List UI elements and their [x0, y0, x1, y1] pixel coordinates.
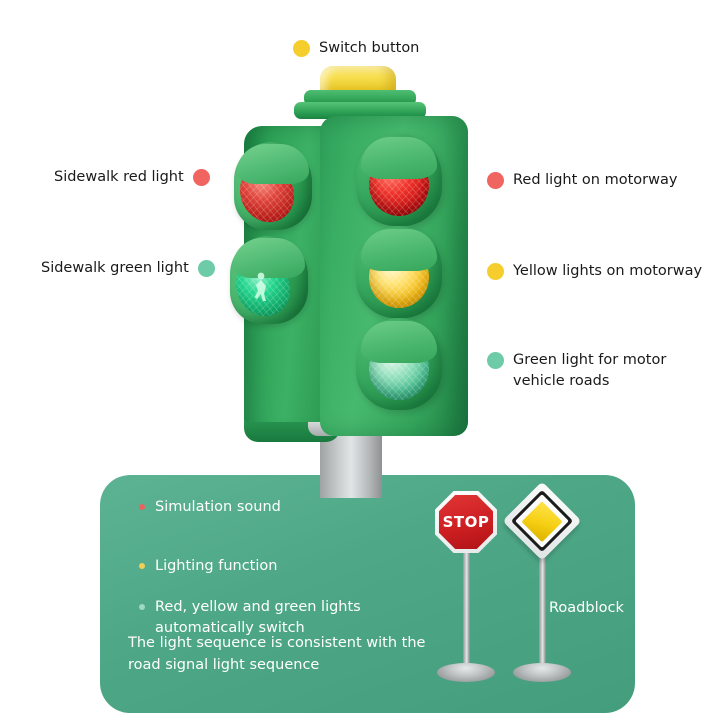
- feature-label: Simulation sound: [155, 499, 281, 515]
- lamp-hood-lip: [361, 321, 437, 363]
- stop-sign-text: STOP: [442, 513, 490, 531]
- housing-top-ring-lower: [294, 102, 426, 119]
- callout-label: Green light for motor vehicle roads: [513, 352, 667, 389]
- lamp-hood-lip: [233, 238, 305, 278]
- priority-sign-face: [502, 481, 582, 561]
- roadblock-label: Roadblock: [549, 600, 624, 616]
- feature-item: Lighting function: [139, 556, 277, 577]
- priority-sign-yellow-center: [521, 500, 563, 542]
- callout-dot-yellow: [487, 263, 504, 280]
- callout-dot-yellow: [293, 40, 310, 57]
- callout-switch-button: Switch button: [293, 38, 419, 59]
- lamp-hood-lip: [237, 144, 309, 184]
- sign-pole: [539, 551, 546, 677]
- features-panel: Simulation sound Lighting function Red, …: [100, 475, 635, 713]
- lamp-sidewalk-red[interactable]: [234, 142, 312, 230]
- priority-sign-white-border: [515, 494, 569, 548]
- bullet-dot: [139, 604, 145, 610]
- lamp-sidewalk-green[interactable]: [230, 236, 308, 324]
- sign-base: [513, 663, 571, 682]
- feature-label: Lighting function: [155, 558, 278, 574]
- feature-label: Red, yellow and green lights automatical…: [155, 599, 361, 637]
- lamp-hood-lip: [361, 229, 437, 271]
- traffic-light-toy: [228, 60, 486, 498]
- callout-dot-red: [192, 169, 210, 186]
- lamp-hood-lip: [361, 137, 437, 179]
- callout-label: Sidewalk red light: [54, 169, 184, 185]
- stop-sign: STOP: [433, 491, 523, 691]
- callout-dot-red: [487, 172, 504, 189]
- callout-label: Sidewalk green light: [41, 260, 189, 276]
- stop-sign-face: STOP: [435, 491, 497, 553]
- feature-item: Simulation sound: [139, 497, 281, 518]
- lamp-motorway-yellow[interactable]: [356, 226, 442, 318]
- stop-sign-octagon: STOP: [439, 495, 493, 549]
- priority-sign-black-border: [510, 489, 574, 553]
- priority-sign: [502, 481, 593, 689]
- callout-motorway-red: Red light on motorway: [487, 170, 677, 191]
- lamp-motorway-red[interactable]: [356, 134, 442, 226]
- callout-motorway-yellow: Yellow lights on motorway: [487, 261, 702, 282]
- callout-label: Yellow lights on motorway: [513, 263, 703, 279]
- callout-sidewalk-red: Sidewalk red light: [54, 167, 210, 188]
- callout-motorway-green: Green light for motor vehicle roads: [487, 350, 688, 391]
- sequence-note: The light sequence is consistent with th…: [128, 635, 426, 674]
- sign-pole: [463, 549, 470, 677]
- feature-item: Red, yellow and green lights automatical…: [139, 597, 389, 639]
- pedestrian-walking-icon: [254, 272, 266, 301]
- callout-sidewalk-green: Sidewalk green light: [41, 258, 215, 279]
- callout-label: Red light on motorway: [513, 172, 678, 188]
- callout-dot-green: [197, 260, 215, 277]
- callout-label: Switch button: [319, 40, 420, 56]
- callout-dot-green: [487, 352, 504, 369]
- lamp-motorway-green[interactable]: [356, 318, 442, 410]
- bullet-dot: [139, 563, 145, 569]
- sign-base: [437, 663, 495, 682]
- bullet-dot: [139, 504, 145, 510]
